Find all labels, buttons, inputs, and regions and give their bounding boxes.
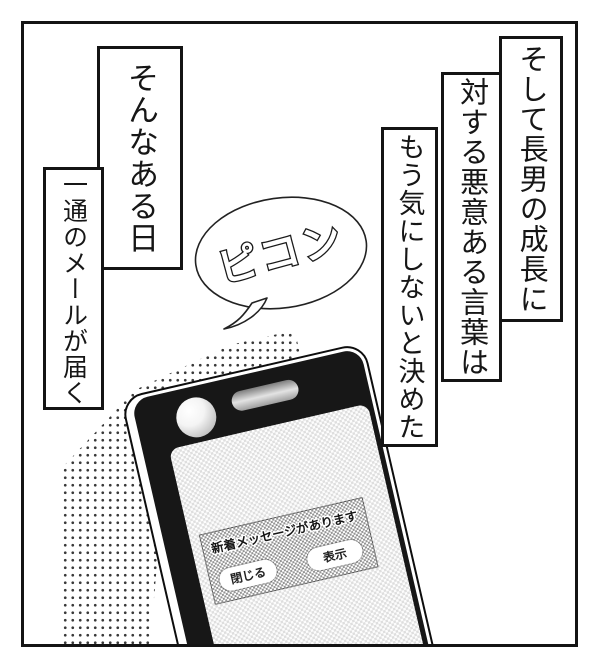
caption-text: もう気にしないと決めた (394, 133, 425, 441)
close-button: 閉じる (217, 557, 279, 593)
comic-panel: 新着メッセージがあります 閉じる 表示 ピコン そんなある日 一通のメールが届く (21, 21, 578, 647)
caption-box-decided: もう気にしないと決めた (381, 127, 438, 447)
caption-box-mail-arrives: 一通のメールが届く (43, 167, 104, 410)
caption-text: そんなある日 (123, 62, 159, 254)
sfx-bubble: ピコン (174, 179, 414, 364)
caption-box-eldest-son: そして長男の成長に (499, 36, 563, 322)
caption-box-malicious-words: 対する悪意ある言葉は (441, 72, 502, 382)
notification-dialog: 新着メッセージがあります 閉じる 表示 (198, 496, 379, 605)
bubble-ellipse (194, 196, 368, 310)
caption-text: そして長男の成長に (515, 44, 548, 314)
caption-box-one-day: そんなある日 (97, 46, 183, 270)
caption-text: 一通のメールが届く (59, 171, 88, 406)
show-button: 表示 (304, 537, 365, 573)
bubble-tail (223, 297, 268, 330)
phone-camera-icon (172, 393, 221, 442)
caption-text: 対する悪意ある言葉は (455, 77, 488, 377)
phone-speaker-icon (229, 377, 301, 413)
